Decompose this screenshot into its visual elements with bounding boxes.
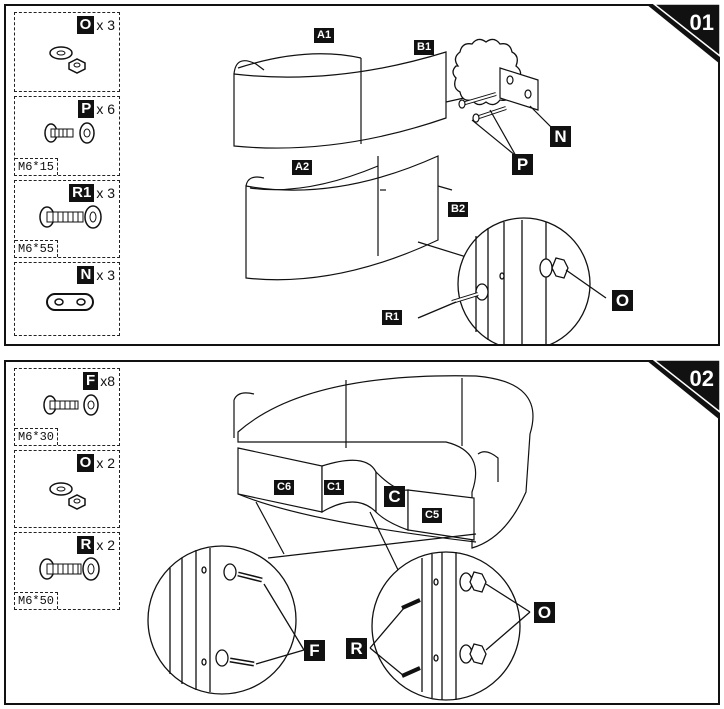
part-qty: x 3 — [96, 185, 115, 201]
detail-right-circle — [369, 551, 531, 701]
slotted-plate-icon — [46, 293, 94, 311]
short-bolt-icon — [44, 122, 95, 144]
long-bolt-icon — [39, 205, 102, 229]
detail-magnified-circle — [417, 217, 607, 344]
step-02-assembly-drawing — [147, 375, 534, 701]
label-r1: R1 — [382, 310, 403, 325]
label-b2: B2 — [448, 202, 469, 217]
part-letter: N — [77, 266, 95, 284]
label-o: O — [612, 290, 633, 311]
label-o: O — [534, 602, 555, 623]
part-qty: x8 — [100, 373, 115, 389]
medium-bolt-icon — [43, 394, 99, 416]
part-letter: R — [77, 536, 95, 554]
washer-nut-icon — [49, 482, 86, 510]
label-c1: C1 — [324, 480, 345, 495]
label-p: P — [512, 154, 533, 175]
washer-nut-icon — [49, 46, 86, 74]
part-qty: x 3 — [96, 17, 115, 33]
part-size: M6*55 — [15, 240, 59, 257]
part-letter: P — [78, 100, 95, 118]
corner-triangle — [646, 4, 720, 64]
part-size: M6*50 — [15, 592, 59, 609]
part-letter: O — [76, 454, 95, 472]
part-qty: x 2 — [96, 537, 115, 553]
label-a1: A1 — [314, 28, 335, 43]
label-b1: B1 — [414, 40, 435, 55]
label-f: F — [304, 640, 325, 661]
step-number: 01 — [689, 10, 714, 35]
part-letter: F — [83, 372, 99, 390]
part-qty: x 2 — [96, 455, 115, 471]
step-number-badge: 01 — [646, 4, 720, 64]
label-n: N — [550, 126, 571, 147]
detail-left-circle — [147, 545, 305, 695]
step-number: 02 — [689, 366, 714, 391]
part-size: M6*15 — [15, 158, 59, 175]
label-c6: C6 — [274, 480, 295, 495]
step-01-assembly-drawing — [233, 38, 607, 344]
part-letter: O — [76, 16, 95, 34]
long-bolt-icon — [39, 557, 100, 581]
label-c5: C5 — [422, 508, 443, 523]
step-number-badge: 02 — [646, 360, 720, 420]
label-c: C — [384, 486, 405, 507]
label-a2: A2 — [292, 160, 313, 175]
part-letter: R1 — [69, 184, 95, 202]
label-r: R — [346, 638, 367, 659]
part-size: M6*30 — [15, 428, 59, 445]
part-qty: x 6 — [96, 101, 115, 117]
corner-triangle — [646, 360, 720, 420]
part-qty: x 3 — [96, 267, 115, 283]
